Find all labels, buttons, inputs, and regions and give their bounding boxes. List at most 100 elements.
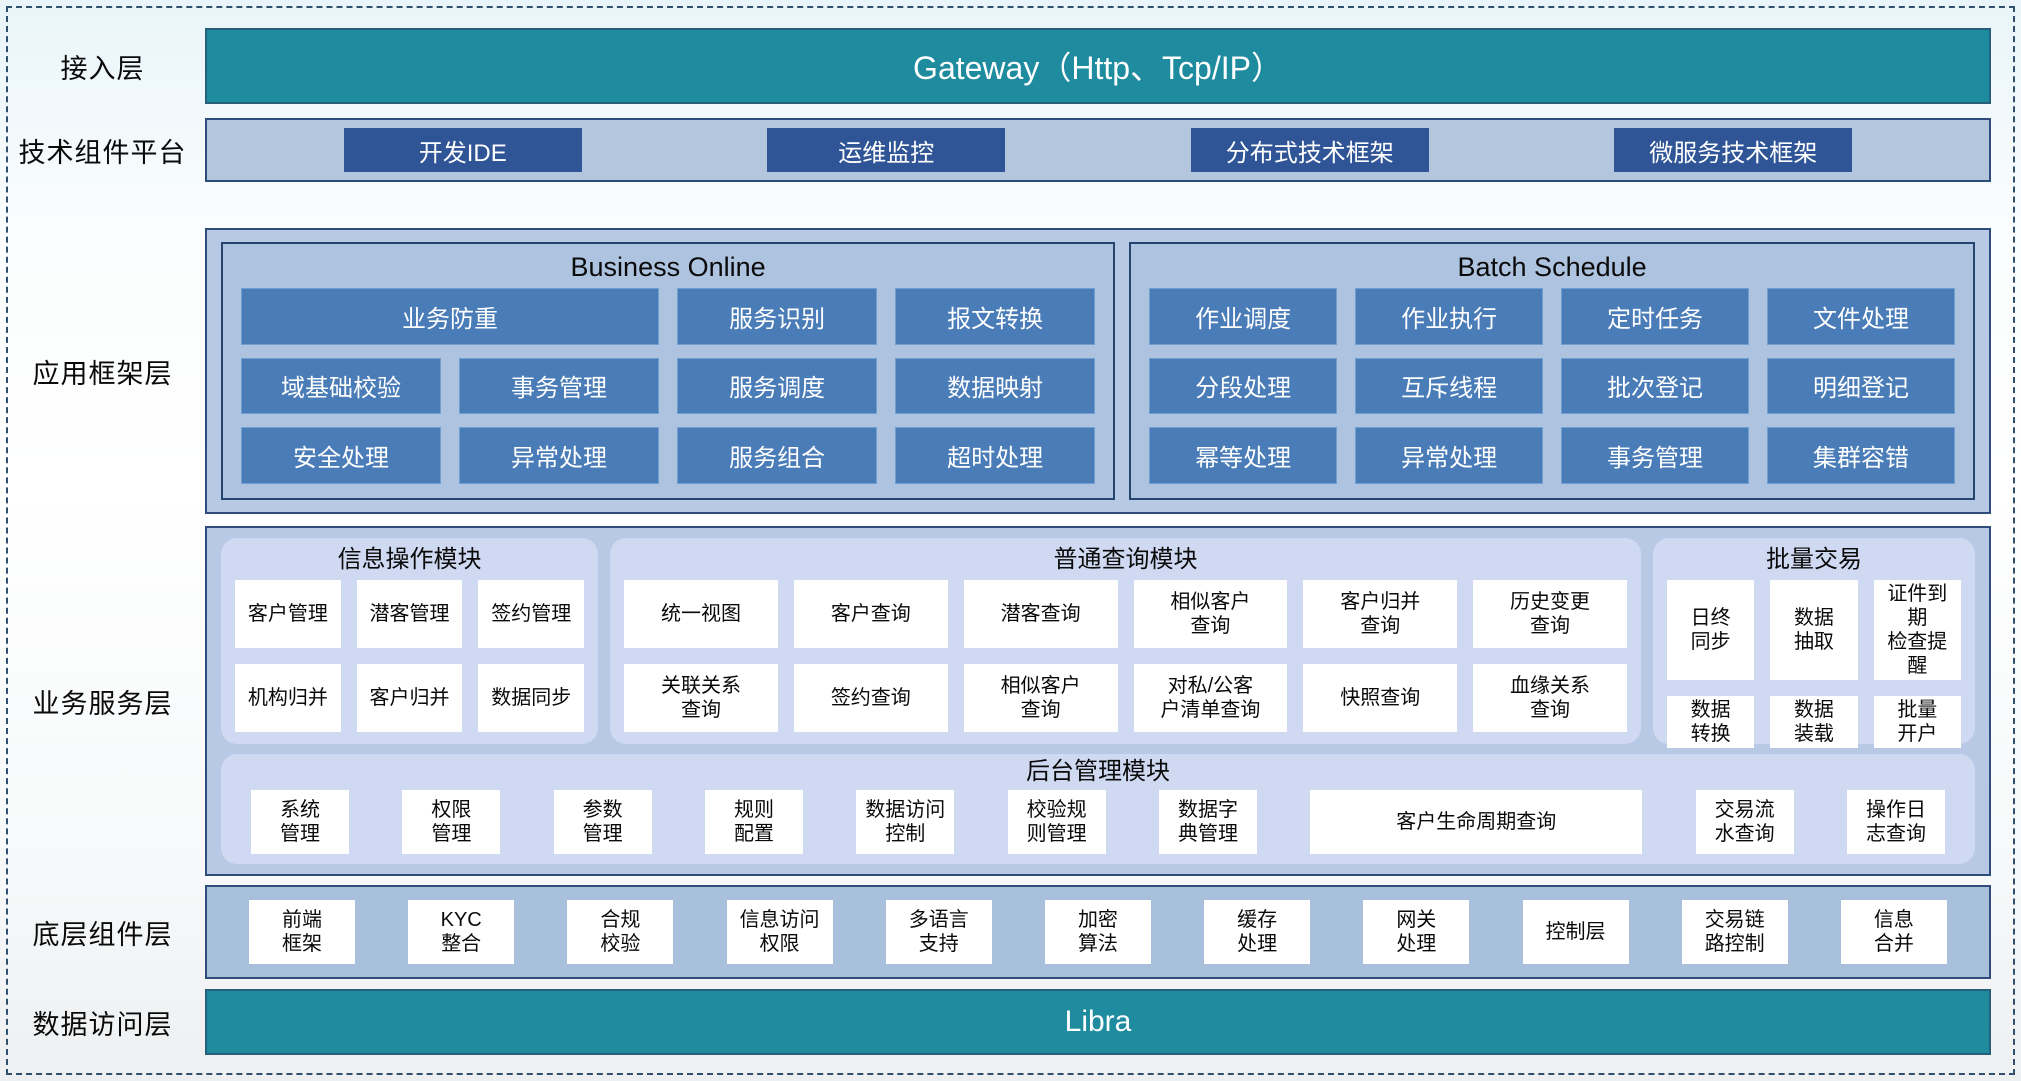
base-cell: 合规 校验 (567, 900, 674, 964)
backend-admin-title: 后台管理模块 (1026, 758, 1170, 785)
batch-transaction-title: 批量交易 (1765, 546, 1862, 573)
backend-admin-module: 后台管理模块 系统 管理 权限 管理 参数 管理 规则 配置 数据访问 控制 校… (221, 754, 1975, 864)
fw-item: 服务识别 (677, 288, 878, 345)
module-cell: 客户生命周期查询 (1310, 790, 1643, 854)
fw-item: 事务管理 (1561, 427, 1750, 484)
module-cell: 历史变更 查询 (1473, 580, 1627, 648)
module-cell: 签约管理 (478, 580, 585, 648)
module-cell: 数据 抽取 (1770, 580, 1858, 680)
module-cell: 数据同步 (478, 664, 585, 732)
tech-platform-strip: 开发IDE 运维监控 分布式技术框架 微服务技术框架 (205, 118, 1991, 182)
module-cell: 相似客户 查询 (963, 664, 1118, 732)
business-online-panel: Business Online 业务防重 服务识别 报文转换 域基础校验 事务管… (221, 242, 1116, 500)
module-cell: 客户归并 查询 (1303, 580, 1458, 648)
fw-item: 服务调度 (677, 357, 878, 415)
batch-schedule-title: Batch Schedule (1457, 252, 1647, 282)
business-service-cards: 信息操作模块 客户管理 潜客管理 签约管理 机构归并 客户归并 数据同步 (221, 538, 1975, 748)
app-framework-layer: 应用框架层 Business Online 业务防重 服务识别 报文转换 域基础… (0, 228, 1991, 514)
access-layer-label: 接入层 (60, 53, 145, 84)
module-cell: 交易流 水查询 (1695, 790, 1794, 854)
fw-item: 数据映射 (895, 357, 1096, 415)
module-cell: 签约查询 (793, 664, 948, 732)
module-cell: 系统 管理 (251, 790, 349, 854)
info-operation-title: 信息操作模块 (337, 546, 482, 573)
base-cell: 交易链 路控制 (1681, 900, 1788, 964)
fw-item: 事务管理 (459, 357, 660, 415)
tech-item-dev-ide: 开发IDE (343, 128, 582, 172)
fw-item: 分段处理 (1149, 357, 1338, 415)
business-service-container: 信息操作模块 客户管理 潜客管理 签约管理 机构归并 客户归并 数据同步 (205, 526, 1991, 876)
fw-item: 超时处理 (895, 427, 1096, 484)
libra-bar: Libra (205, 989, 1991, 1055)
module-cell: 操作日 志查询 (1846, 790, 1945, 854)
fw-item: 域基础校验 (241, 357, 442, 415)
module-cell: 校验规 则管理 (1007, 790, 1106, 854)
backend-admin-cells: 系统 管理 权限 管理 参数 管理 规则 配置 数据访问 控制 校验规 则管理 … (251, 790, 1945, 854)
general-query-title: 普通查询模块 (1053, 546, 1198, 573)
fw-item: 批次登记 (1561, 357, 1750, 415)
base-cell: KYC 整合 (408, 900, 515, 964)
fw-item: 作业调度 (1149, 288, 1338, 345)
fw-item: 报文转换 (895, 288, 1096, 345)
base-cell: 网关 处理 (1363, 900, 1470, 964)
tech-item-distributed-framework: 分布式技术框架 (1190, 128, 1429, 172)
general-query-grid: 统一视图 客户查询 潜客查询 相似客户 查询 客户归并 查询 历史变更 查询 关… (624, 580, 1627, 732)
fw-item: 作业执行 (1355, 288, 1544, 345)
tech-platform-label: 技术组件平台 (18, 137, 187, 168)
module-cell: 客户归并 (356, 664, 463, 732)
fw-item: 安全处理 (241, 427, 442, 484)
base-cell: 信息访问 权限 (726, 900, 833, 964)
module-cell: 数据 装载 (1770, 696, 1858, 748)
base-components-layer: 底层组件层 前端 框架 KYC 整合 合规 校验 信息访问 权限 多语言 支持 … (0, 885, 1991, 979)
batch-transaction-module: 批量交易 日终 同步 数据 抽取 证件到期 检查提醒 数据 转换 数据 装载 批… (1652, 538, 1975, 748)
module-cell: 快照查询 (1303, 664, 1458, 732)
base-cell: 信息 合并 (1840, 900, 1947, 964)
base-cell: 加密 算法 (1044, 900, 1151, 964)
data-access-layer: 数据访问层 Libra (0, 989, 1991, 1055)
module-cell: 规则 配置 (704, 790, 803, 854)
base-cell: 多语言 支持 (885, 900, 992, 964)
fw-item: 集群容错 (1767, 427, 1955, 484)
tech-item-ops-monitor: 运维监控 (767, 128, 1006, 172)
business-service-label: 业务服务层 (32, 688, 173, 719)
fw-item: 互斥线程 (1355, 357, 1544, 415)
base-cell: 缓存 处理 (1204, 900, 1311, 964)
base-components-label: 底层组件层 (32, 919, 173, 950)
data-access-label: 数据访问层 (32, 1009, 173, 1040)
module-cell: 潜客管理 (356, 580, 463, 648)
base-cell: 前端 框架 (249, 900, 355, 964)
access-layer: 接入层 Gateway（Http、Tcp/IP） (0, 28, 1991, 104)
batch-schedule-panel: Batch Schedule 作业调度 作业执行 定时任务 文件处理 分段处理 … (1129, 242, 1975, 500)
business-online-grid: 业务防重 服务识别 报文转换 域基础校验 事务管理 服务调度 数据映射 安全处理… (241, 288, 1096, 484)
module-cell: 潜客查询 (963, 580, 1118, 648)
fw-item: 异常处理 (1355, 427, 1544, 484)
layers: 接入层 Gateway（Http、Tcp/IP） 技术组件平台 开发IDE 运维… (0, 28, 1991, 1055)
business-service-layer: 业务服务层 信息操作模块 客户管理 潜客管理 签约管理 机构归并 客户归并 (0, 526, 1991, 876)
gateway-bar: Gateway（Http、Tcp/IP） (205, 28, 1991, 104)
module-cell: 参数 管理 (553, 790, 652, 854)
module-cell: 数据访问 控制 (856, 790, 955, 854)
fw-item: 定时任务 (1561, 288, 1750, 345)
module-cell: 关联关系 查询 (624, 664, 778, 732)
base-components-strip: 前端 框架 KYC 整合 合规 校验 信息访问 权限 多语言 支持 加密 算法 … (205, 885, 1991, 979)
module-cell: 血缘关系 查询 (1473, 664, 1627, 732)
batch-transaction-grid: 日终 同步 数据 抽取 证件到期 检查提醒 数据 转换 数据 装载 批量 开户 (1666, 580, 1961, 748)
fw-item: 异常处理 (459, 427, 660, 484)
general-query-module: 普通查询模块 统一视图 客户查询 潜客查询 相似客户 查询 客户归并 查询 历史… (610, 538, 1641, 744)
module-cell: 日终 同步 (1666, 580, 1755, 680)
fw-item: 明细登记 (1767, 357, 1955, 415)
fw-item: 文件处理 (1767, 288, 1955, 345)
module-cell: 客户管理 (235, 580, 341, 648)
batch-schedule-grid: 作业调度 作业执行 定时任务 文件处理 分段处理 互斥线程 批次登记 明细登记 … (1149, 288, 1955, 484)
tech-platform-layer: 技术组件平台 开发IDE 运维监控 分布式技术框架 微服务技术框架 (0, 118, 1991, 182)
module-cell: 数据字 典管理 (1158, 790, 1257, 854)
base-cell: 控制层 (1522, 900, 1629, 964)
fw-item: 服务组合 (677, 427, 878, 484)
module-cell: 数据 转换 (1666, 696, 1755, 748)
module-cell: 对私/公客 户清单查询 (1133, 664, 1288, 732)
info-operation-module: 信息操作模块 客户管理 潜客管理 签约管理 机构归并 客户归并 数据同步 (221, 538, 599, 744)
module-cell: 客户查询 (793, 580, 948, 648)
app-framework-container: Business Online 业务防重 服务识别 报文转换 域基础校验 事务管… (205, 228, 1991, 514)
info-operation-grid: 客户管理 潜客管理 签约管理 机构归并 客户归并 数据同步 (235, 580, 585, 732)
